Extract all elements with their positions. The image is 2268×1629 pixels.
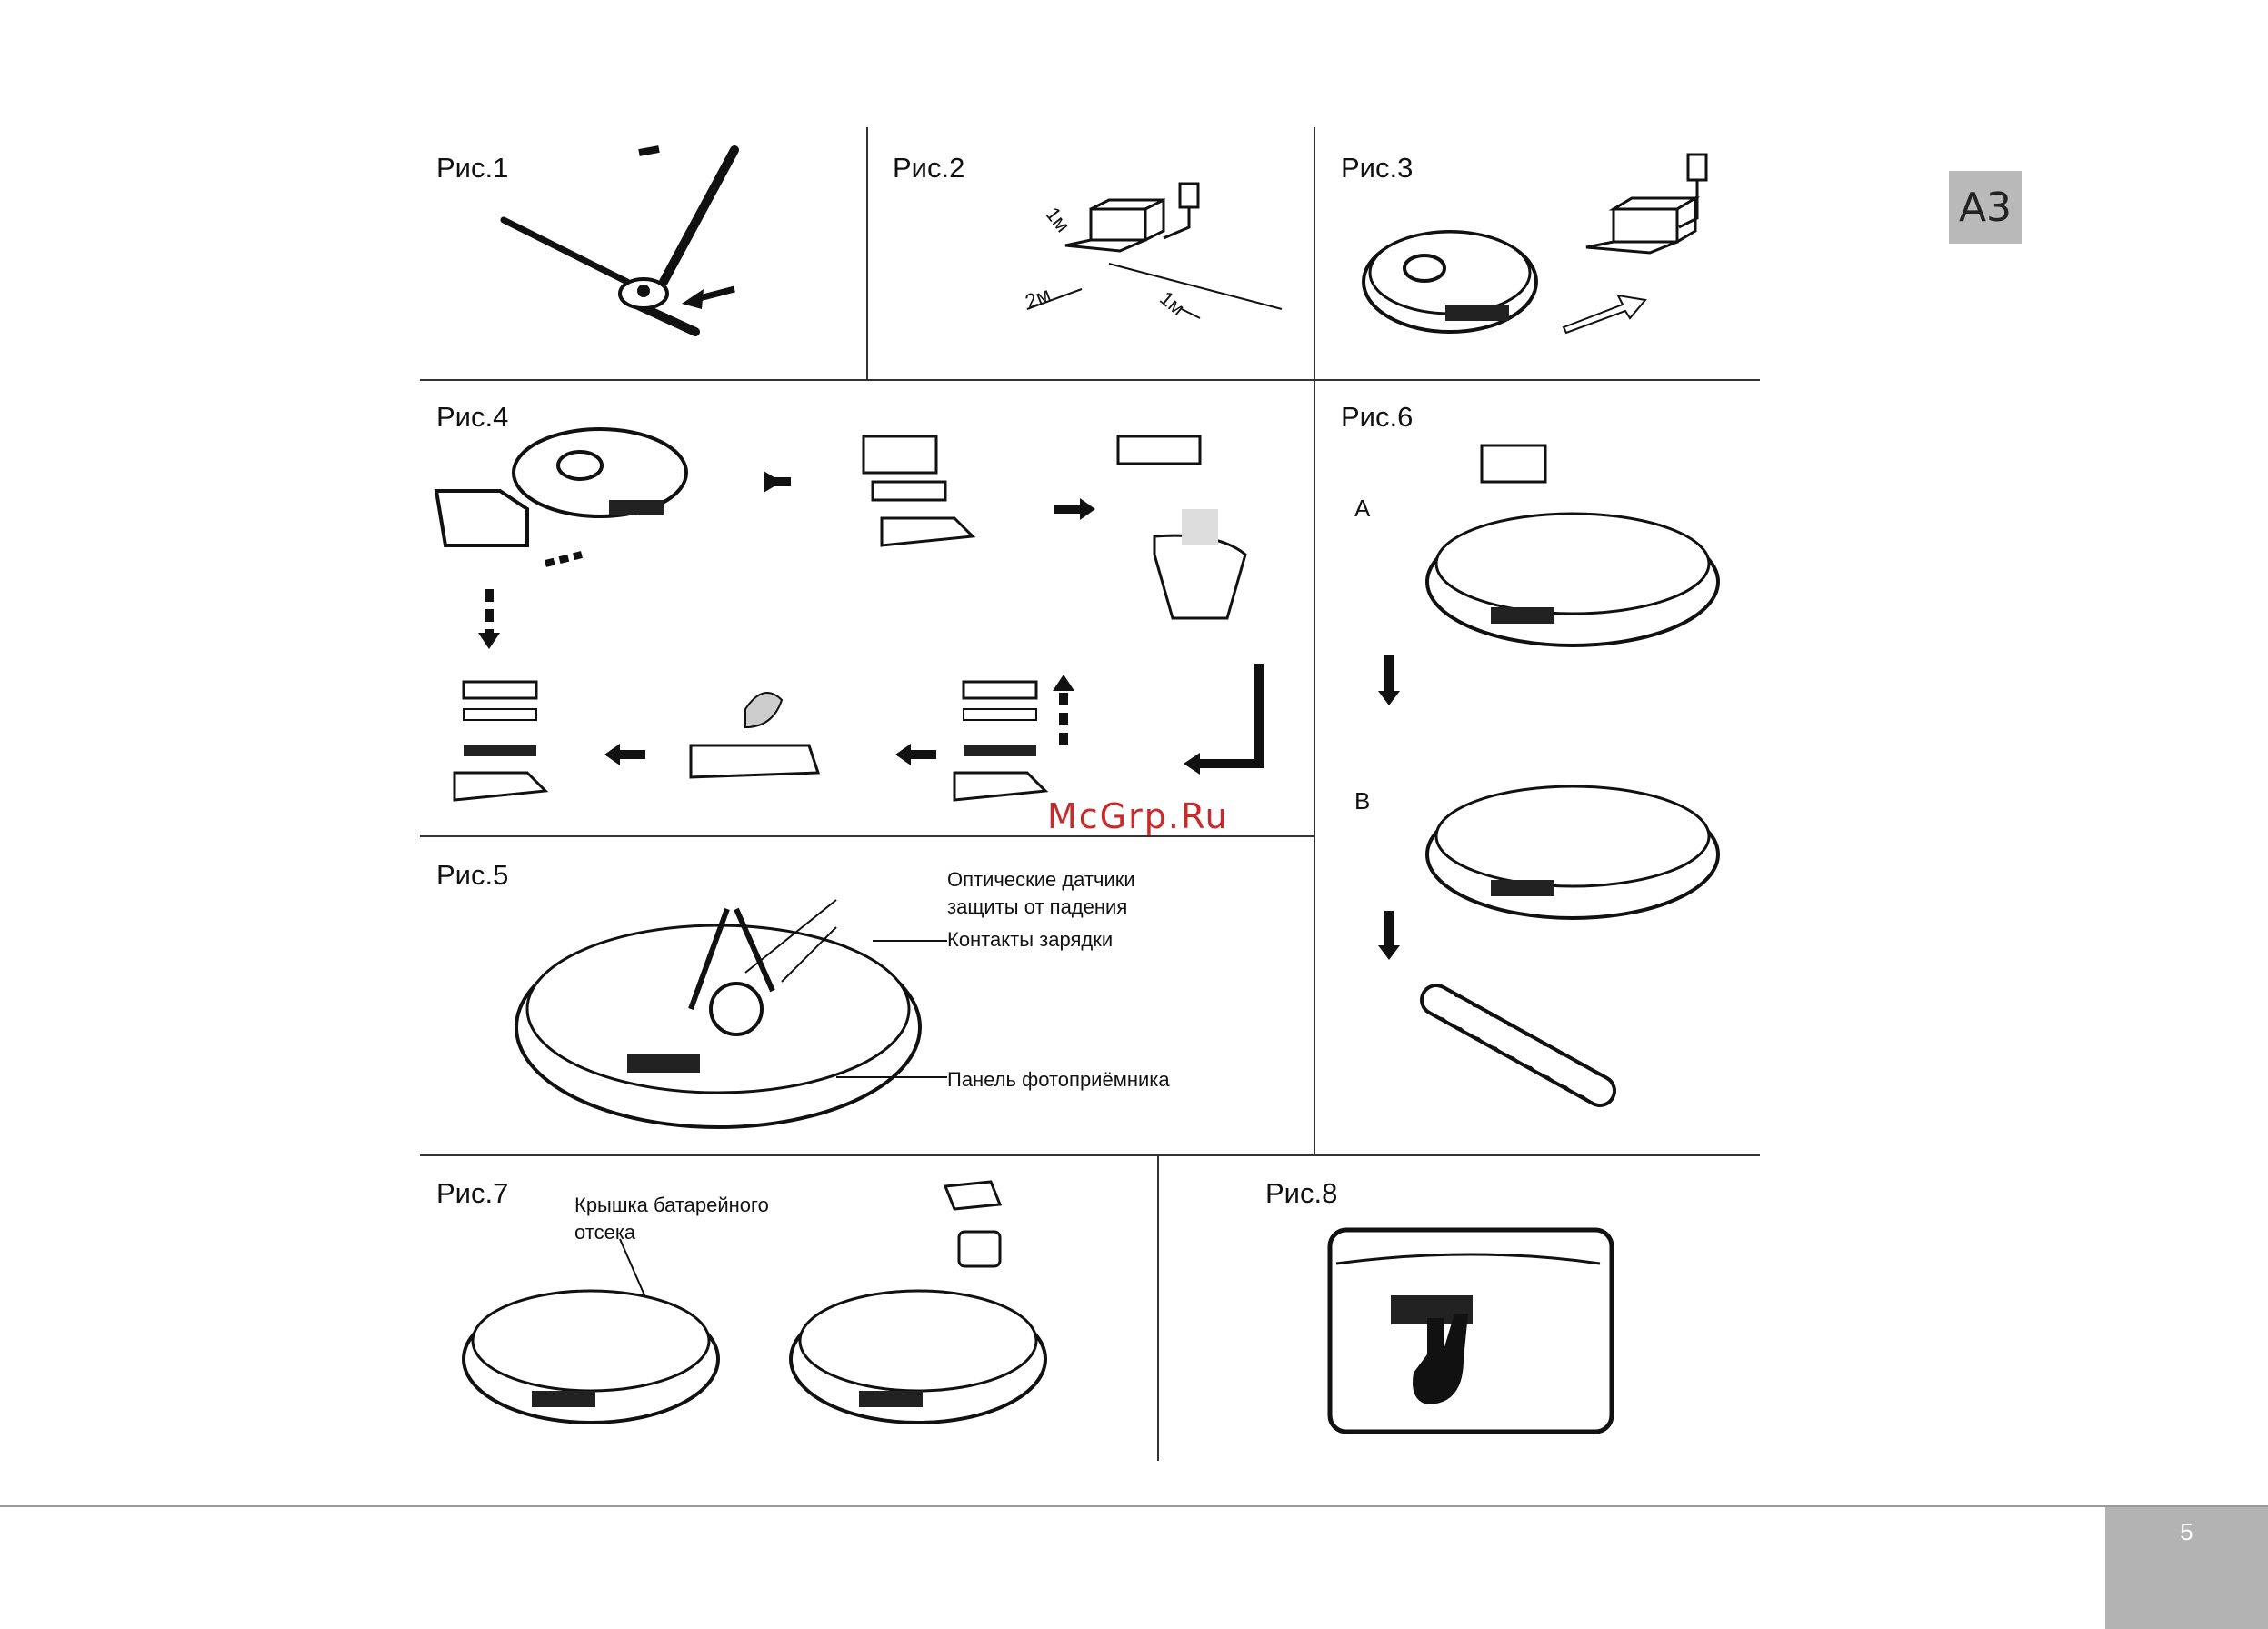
dustbin-cleaning-illustration bbox=[427, 418, 1300, 818]
divider-v-3 bbox=[1157, 1155, 1159, 1461]
button-press-illustration bbox=[1327, 1227, 1618, 1436]
fig6-label: Рис.6 bbox=[1341, 401, 1413, 434]
divider-v-2 bbox=[1314, 127, 1315, 1155]
divider-h-top bbox=[420, 379, 1760, 381]
section-tab: A3 bbox=[1949, 171, 2022, 244]
step-a-label: A bbox=[1354, 495, 1370, 523]
divider-h-bottom bbox=[420, 1154, 1760, 1156]
footer-rule bbox=[0, 1505, 2268, 1507]
contacts-callout: Контакты зарядки bbox=[947, 925, 1113, 954]
step-b-label: B bbox=[1354, 787, 1370, 815]
photo-panel-callout: Панель фотоприёмника bbox=[947, 1065, 1170, 1094]
fig8-label: Рис.8 bbox=[1265, 1177, 1337, 1210]
brush-removal-illustration bbox=[1382, 436, 1745, 1127]
dock-placement-illustration bbox=[1000, 173, 1300, 336]
divider-v-1 bbox=[866, 127, 868, 380]
sensors-callout-line2: защиты от падения bbox=[947, 893, 1127, 921]
fig2-label: Рис.2 bbox=[893, 152, 964, 185]
sensors-callout-line1: Оптические датчики bbox=[947, 865, 1135, 894]
battery-removal-illustration bbox=[455, 1168, 1054, 1445]
watermark: McGrp.Ru bbox=[1047, 796, 1229, 836]
robot-docking-illustration bbox=[1359, 145, 1741, 364]
page-number: 5 bbox=[2105, 1507, 2268, 1629]
side-brush-illustration bbox=[491, 145, 764, 355]
callout-leader-lines bbox=[836, 886, 954, 1086]
fig5-label: Рис.5 bbox=[436, 859, 508, 892]
